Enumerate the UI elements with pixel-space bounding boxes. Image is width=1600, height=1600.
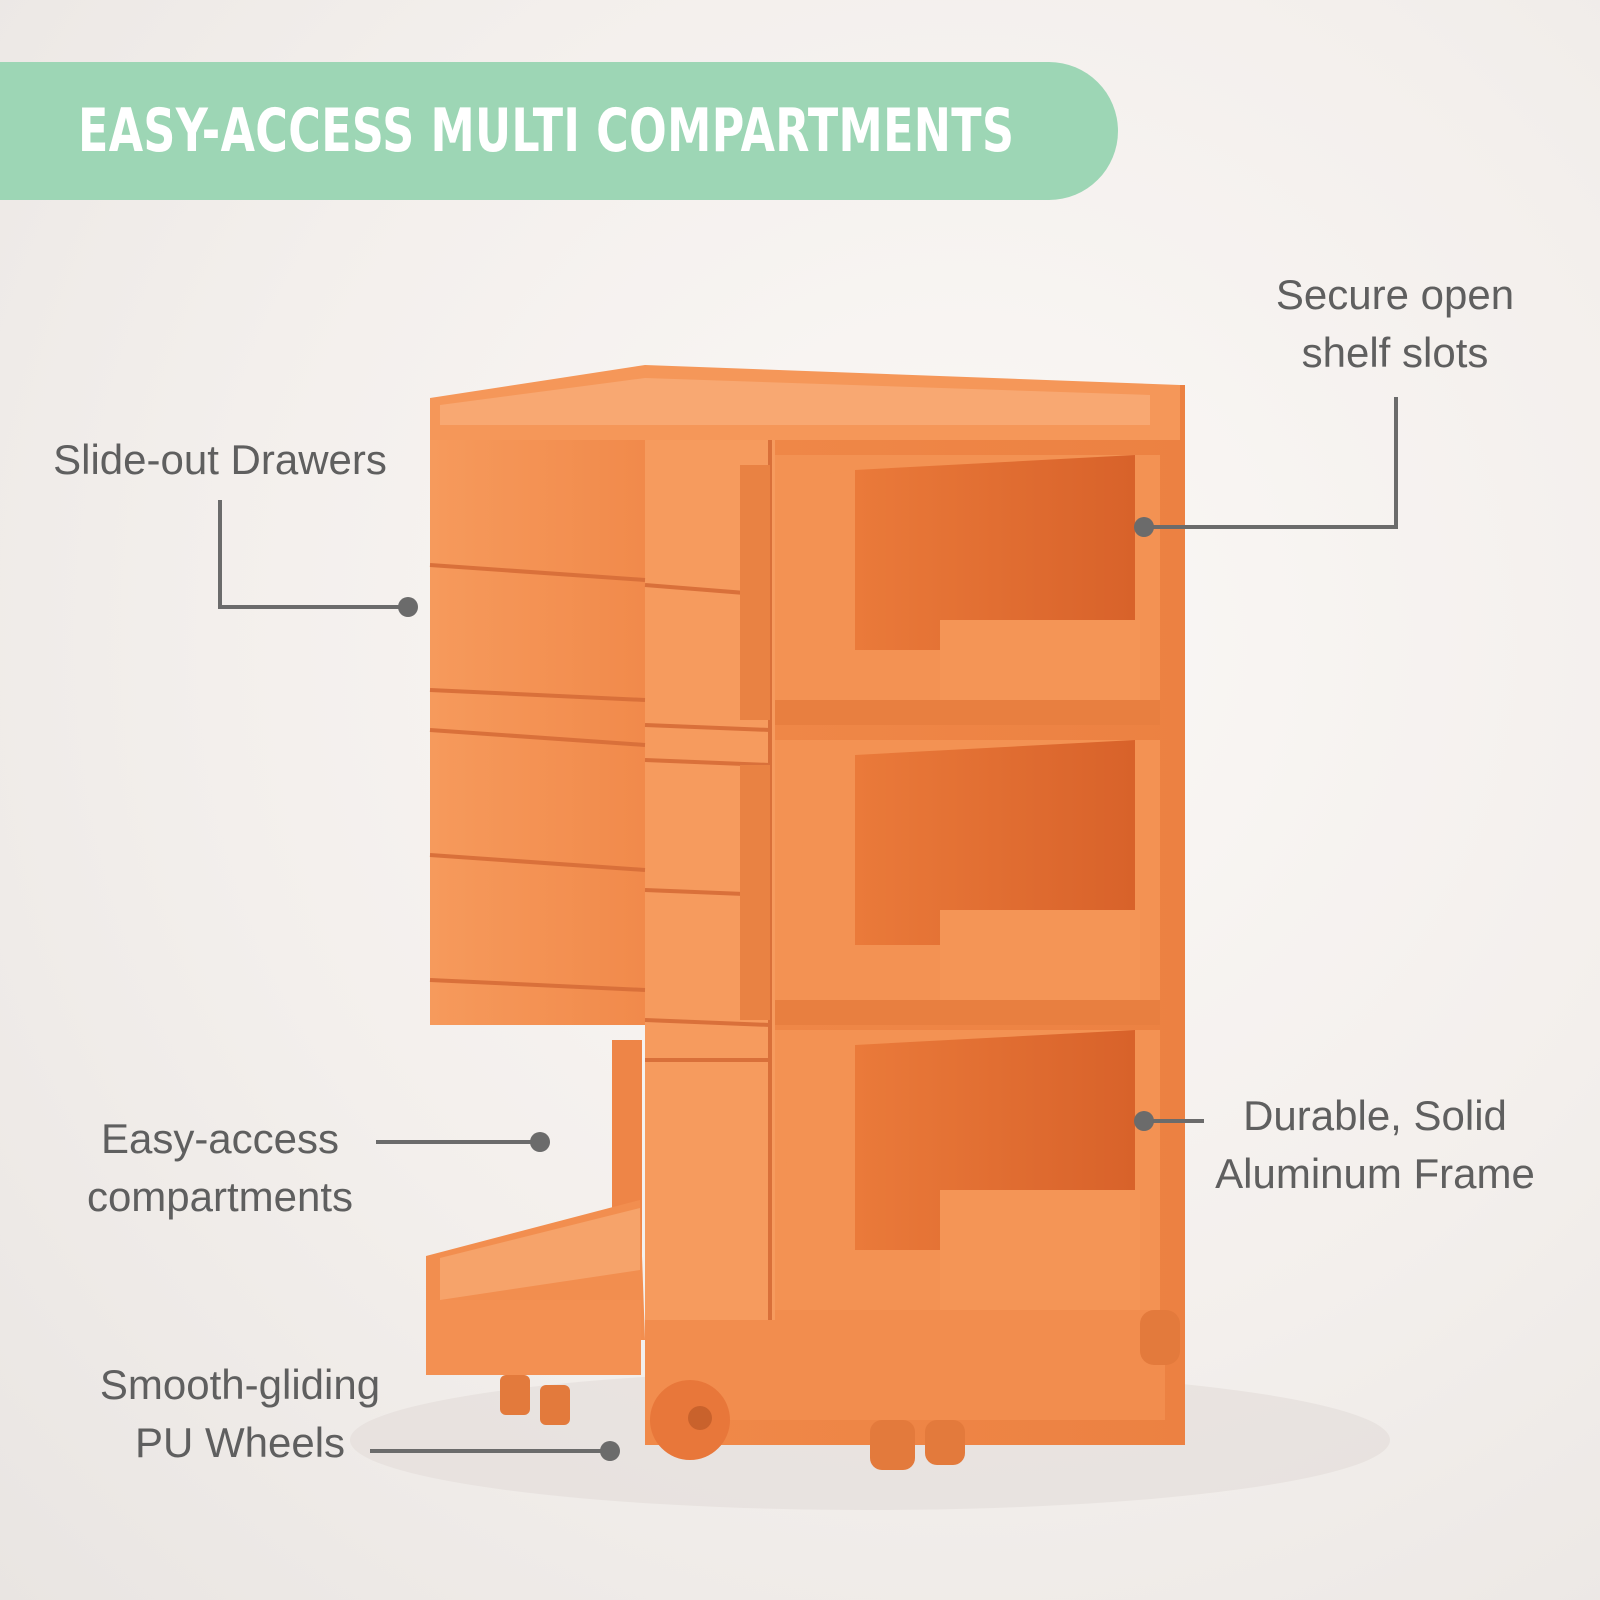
leader-lines	[218, 397, 1398, 1453]
front-wheel	[650, 1380, 730, 1460]
callout-aluminum-frame: Durable, Solid Aluminum Frame	[1185, 1087, 1565, 1203]
banner-title: EASY-ACCESS MULTI COMPARTMENTS	[78, 96, 1015, 166]
leader-shelf	[1144, 397, 1398, 529]
leader-dots	[398, 517, 1154, 1461]
callout-compartments-line2: compartments	[86, 1173, 354, 1220]
shelf-3	[645, 1030, 1165, 1420]
callout-shelf-slots: Secure open shelf slots	[1245, 266, 1545, 382]
lower-tray	[426, 1040, 645, 1425]
leader-drawers	[218, 500, 408, 609]
callout-easy-access: Easy-access compartments	[40, 1110, 400, 1226]
callout-shelf-line1: Secure open	[1275, 271, 1515, 318]
callout-wheels-line2: PU Wheels	[134, 1419, 346, 1466]
callout-wheels-line1: Smooth-gliding	[99, 1361, 381, 1408]
drawers	[429, 440, 775, 1320]
callout-shelf-line2: shelf slots	[1301, 329, 1489, 376]
callout-frame-line2: Aluminum Frame	[1215, 1150, 1535, 1197]
shelf-2	[770, 740, 1160, 1025]
title-banner: EASY-ACCESS MULTI COMPARTMENTS	[0, 62, 1118, 200]
callout-pu-wheels: Smooth-gliding PU Wheels	[60, 1356, 420, 1472]
callout-drawers-line1: Slide-out Drawers	[53, 436, 387, 483]
shelf-1	[765, 455, 1160, 725]
callout-compartments-line1: Easy-access	[100, 1115, 340, 1162]
callout-frame-line1: Durable, Solid	[1243, 1092, 1507, 1139]
callout-slide-out-drawers: Slide-out Drawers	[40, 431, 400, 489]
